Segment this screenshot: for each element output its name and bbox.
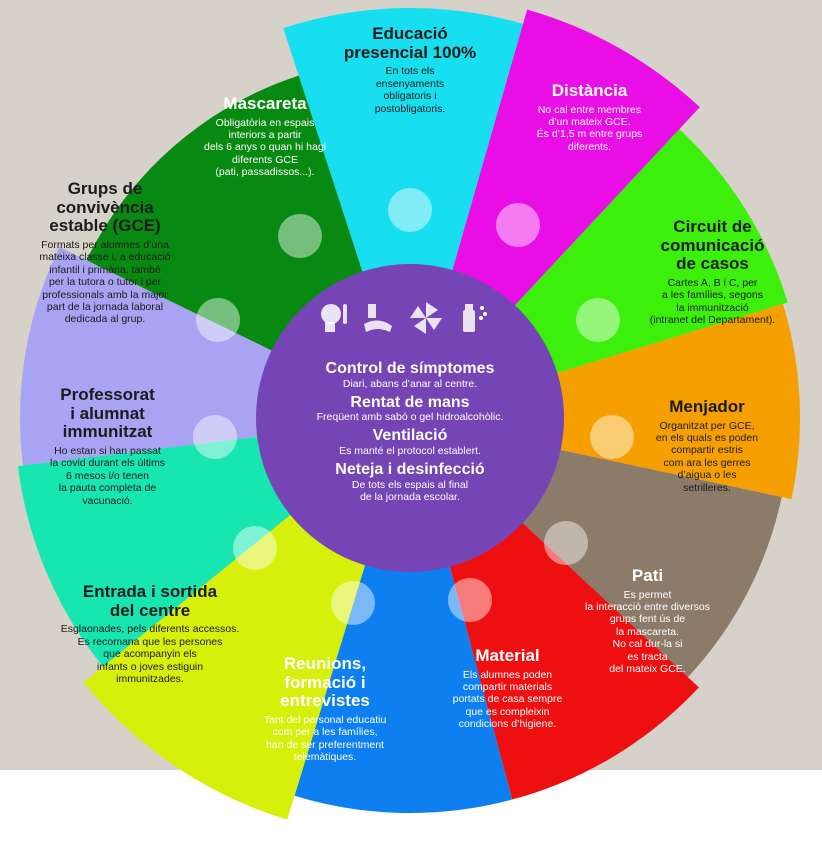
- segment-title: Menjador: [669, 397, 745, 416]
- wedge-pati: [519, 449, 782, 678]
- segment-title: Pati: [631, 566, 664, 585]
- wedge-mascareta: [86, 75, 364, 353]
- wedge-circuit: [512, 129, 788, 375]
- center-title: Ventilació: [372, 427, 448, 445]
- segment-mascareta: Mascareta Obligatòria en espais interior…: [185, 94, 345, 179]
- segment-title: Distància: [551, 81, 628, 100]
- segment-pati: Pati Es permet la interacció entre diver…: [565, 566, 730, 675]
- segment-body: Es permet la interacció entre diversos g…: [585, 588, 710, 675]
- segment-title: Material: [475, 646, 540, 665]
- school-materials-icon: [448, 578, 492, 622]
- head-temperature-icon: [315, 300, 351, 341]
- segment-body: Formats per alumnes d’una mateixa classe…: [39, 239, 171, 326]
- segment-material: Material Els alumnes poden compartir mat…: [425, 646, 590, 731]
- wedge-material: [448, 520, 699, 800]
- center-text: Control de símptomes Diari, abans d’anar…: [290, 356, 530, 503]
- wedge-grups: [19, 247, 276, 466]
- segment-body: Tant del personal educatiu com per a les…: [263, 714, 387, 764]
- group-icon: [196, 298, 240, 342]
- segment-body: Els alumnes poden compartir materials po…: [452, 668, 563, 731]
- wedge-professorat: [17, 436, 294, 667]
- segment-body: Cartes A, B i C, per a les famílies, seg…: [649, 277, 776, 327]
- crossed-virus-icon: [193, 415, 237, 459]
- center-body: De tots els espais al final de la jornad…: [351, 478, 469, 503]
- segment-title: Entrada i sortida del centre: [82, 582, 218, 620]
- center-circle: [256, 264, 564, 572]
- segment-distancia: Distància No cal entre membres d’un mate…: [507, 81, 672, 153]
- segment-title: Mascareta: [223, 94, 307, 113]
- segment-body: Esglaonades, pels diferents accessos. Es…: [60, 623, 240, 685]
- face-mask-icon: [278, 214, 322, 258]
- wedge-distancia: [451, 9, 700, 309]
- segment-title: Educació presencial 100%: [343, 24, 477, 62]
- segment-title: Circuit de comunicació de casos: [660, 217, 765, 274]
- wedge-educacio: [283, 8, 524, 276]
- segment-body: No cal entre membres d’un mateix GCE. És…: [536, 103, 643, 153]
- segment-body: Organitzat per GCE, en els quals es pode…: [655, 419, 759, 494]
- segment-title: Professorat i alumnat immunitzat: [60, 385, 155, 442]
- segment-circuit: Circuit de comunicació de casos Cartes A…: [620, 217, 805, 327]
- wedge-entrada: [83, 512, 367, 820]
- segment-menjador: Menjador Organitzat per GCE, en els qual…: [632, 397, 782, 494]
- segment-title: Reunions, formació i entrevistes: [280, 654, 370, 711]
- phone-message-icon: [576, 298, 620, 342]
- segment-title: Grups de convivència estable (GCE): [49, 179, 161, 236]
- segment-body: Obligatòria en espais interiors a partir…: [203, 116, 326, 179]
- segment-educacio: Educació presencial 100% En tots els ens…: [325, 24, 495, 115]
- pinwheel-icon: [408, 300, 444, 341]
- center-body: Freqüent amb sabó o gel hidroalcohòlic.: [316, 411, 504, 424]
- segment-grups: Grups de convivència estable (GCE) Forma…: [30, 179, 180, 326]
- wedge-menjador: [553, 303, 801, 500]
- virus-arrows-icon: [544, 521, 588, 565]
- center-title: Rentat de mans: [350, 393, 470, 411]
- spray-icon: [455, 300, 491, 341]
- center-title: Control de símptomes: [325, 360, 495, 377]
- segment-body: En tots els ensenyaments obligatoris i p…: [374, 65, 446, 115]
- center-body: Es manté el protocol establert.: [339, 444, 481, 457]
- video-meeting-icon: [331, 581, 375, 625]
- segment-entrada: Entrada i sortida del centre Esglaonades…: [40, 582, 260, 685]
- wedge-reunions: [294, 561, 513, 814]
- hand-wash-icon: [360, 300, 396, 341]
- segment-reunions: Reunions, formació i entrevistes Tant de…: [240, 654, 410, 764]
- plate-cutlery-icon: [590, 415, 634, 459]
- center-body: Diari, abans d’anar al centre.: [342, 377, 478, 390]
- classroom-icon: [388, 188, 432, 232]
- center-title: Neteja i desinfecció: [335, 460, 485, 478]
- two-people-icon: [496, 203, 540, 247]
- segment-body: Ho estan si han passat la covid durant e…: [50, 445, 165, 507]
- segment-professorat: Professorat i alumnat immunitzat Ho esta…: [35, 385, 180, 507]
- running-people-icon: [233, 526, 277, 570]
